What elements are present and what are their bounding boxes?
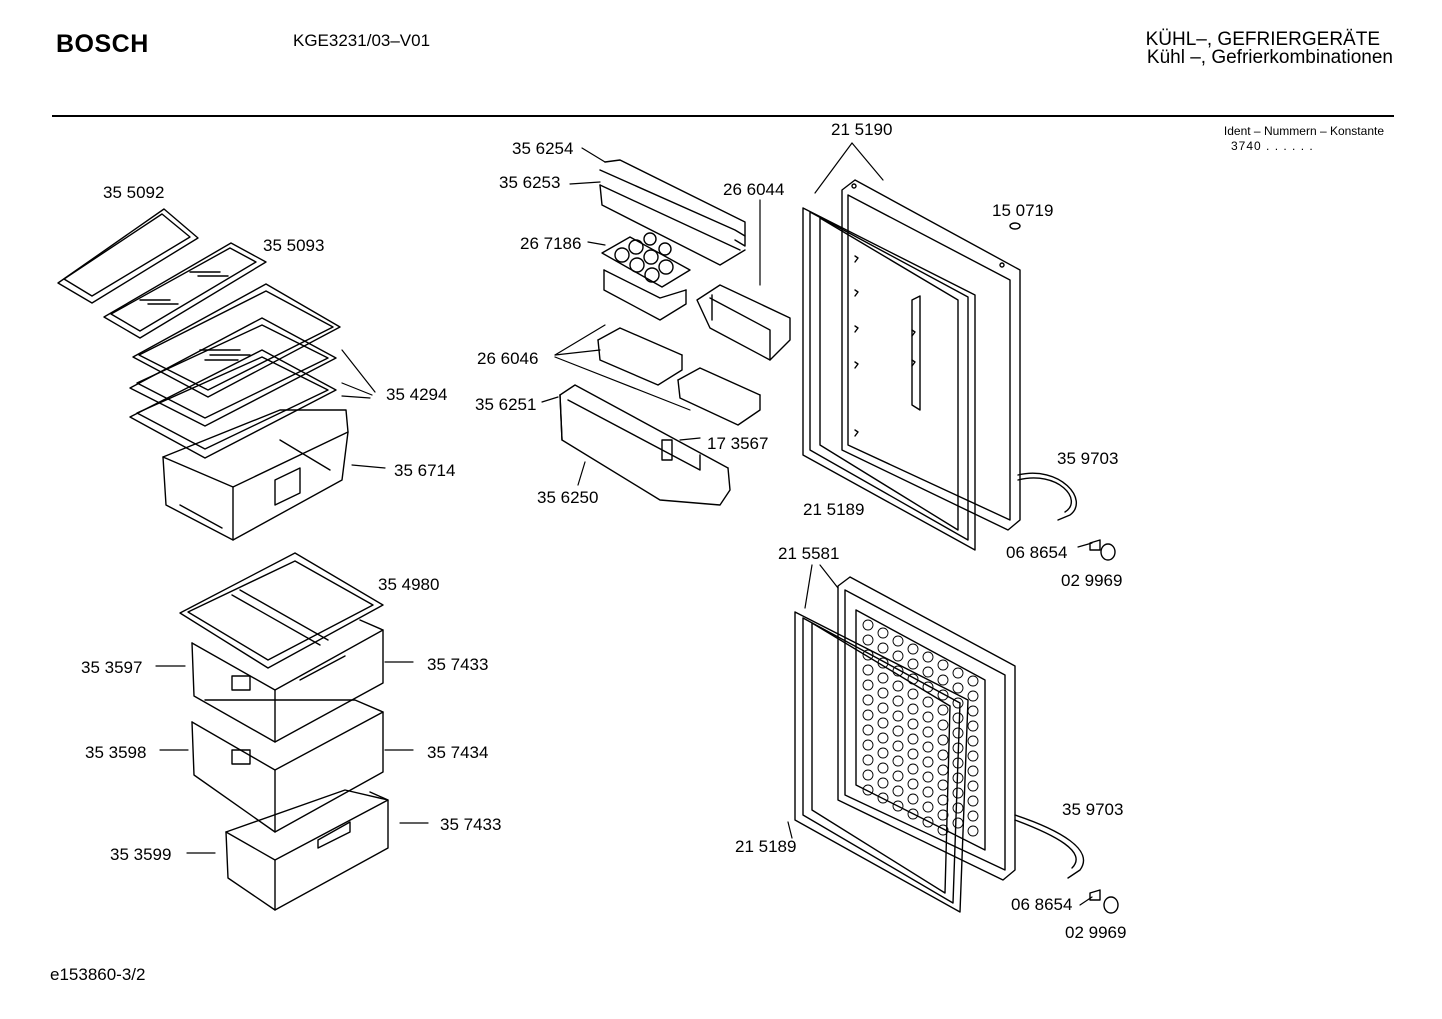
header-divider — [52, 115, 1394, 117]
part-label: 35 3597 — [81, 658, 143, 677]
large-door-bin — [559, 384, 731, 506]
egg-tray — [601, 232, 691, 288]
part-label: 26 6044 — [723, 180, 785, 199]
part-label: 35 6714 — [394, 461, 456, 480]
freezer-door-dimples — [862, 619, 979, 837]
brand-logo: BOSCH — [56, 30, 149, 58]
freezer-door — [837, 576, 1016, 881]
freezer-drawer-middle — [191, 699, 384, 833]
part-label: 26 6046 — [477, 349, 539, 368]
glass-shelf — [129, 283, 341, 459]
vegetable-crisper — [162, 409, 349, 541]
door-hinge-15-0719 — [1009, 222, 1021, 230]
ident-label: Ident – Nummern – Konstante — [1223, 124, 1384, 138]
door-gasket-upper — [802, 207, 976, 551]
door-bin-rail — [599, 159, 746, 266]
part-label: 35 7433 — [427, 655, 489, 674]
butter-box — [696, 284, 791, 361]
fridge-door — [841, 179, 1021, 531]
shelf-frame-355093 — [103, 242, 267, 339]
part-label: 35 5093 — [263, 236, 325, 255]
drawing-id: e153860-3/2 — [50, 965, 146, 984]
door-gasket-lower — [794, 611, 969, 913]
part-label: 35 4980 — [378, 575, 440, 594]
part-label: 26 7186 — [520, 234, 582, 253]
small-door-bin-right — [677, 367, 761, 426]
part-label: 21 5189 — [803, 500, 865, 519]
part-label: 02 9969 — [1061, 571, 1123, 590]
part-label: 21 5581 — [778, 544, 840, 563]
small-door-bin-left — [597, 327, 683, 386]
part-label: 02 9969 — [1065, 923, 1127, 942]
freezer-tray-354980 — [179, 552, 384, 669]
small-door-bin-upper — [603, 269, 687, 321]
freezer-drawer-bottom — [225, 789, 389, 911]
part-label: 35 7433 — [440, 815, 502, 834]
freezer-drawer-top — [191, 619, 384, 743]
part-label: 21 5189 — [735, 837, 797, 856]
part-label: 17 3567 — [707, 434, 769, 453]
model-number: KGE3231/03–V01 — [293, 31, 431, 50]
leader-lines — [155, 142, 1093, 906]
shelf-frame-355092 — [57, 208, 199, 304]
part-label: 21 5190 — [831, 120, 893, 139]
part-label: 35 6251 — [475, 395, 537, 414]
part-label: 35 6250 — [537, 488, 599, 507]
part-label: 35 4294 — [386, 385, 448, 404]
part-label: 35 3598 — [85, 743, 147, 762]
category-title: KÜHL–, GEFRIERGERÄTE — [1145, 29, 1380, 50]
part-label: 35 5092 — [103, 183, 165, 202]
part-label: 35 9703 — [1057, 449, 1119, 468]
part-label: 06 8654 — [1006, 543, 1068, 562]
part-label: 06 8654 — [1011, 895, 1073, 914]
part-label: 35 9703 — [1062, 800, 1124, 819]
ident-value: 3740 . . . . . . — [1231, 139, 1314, 153]
part-label: 35 6254 — [512, 139, 574, 158]
part-label: 35 7434 — [427, 743, 489, 762]
part-label: 35 3599 — [110, 845, 172, 864]
category-subtitle: Kühl –, Gefrierkombinationen — [1146, 47, 1393, 68]
part-label: 35 6253 — [499, 173, 561, 192]
part-label: 15 0719 — [992, 201, 1054, 220]
door-cable-upper — [1017, 472, 1116, 561]
